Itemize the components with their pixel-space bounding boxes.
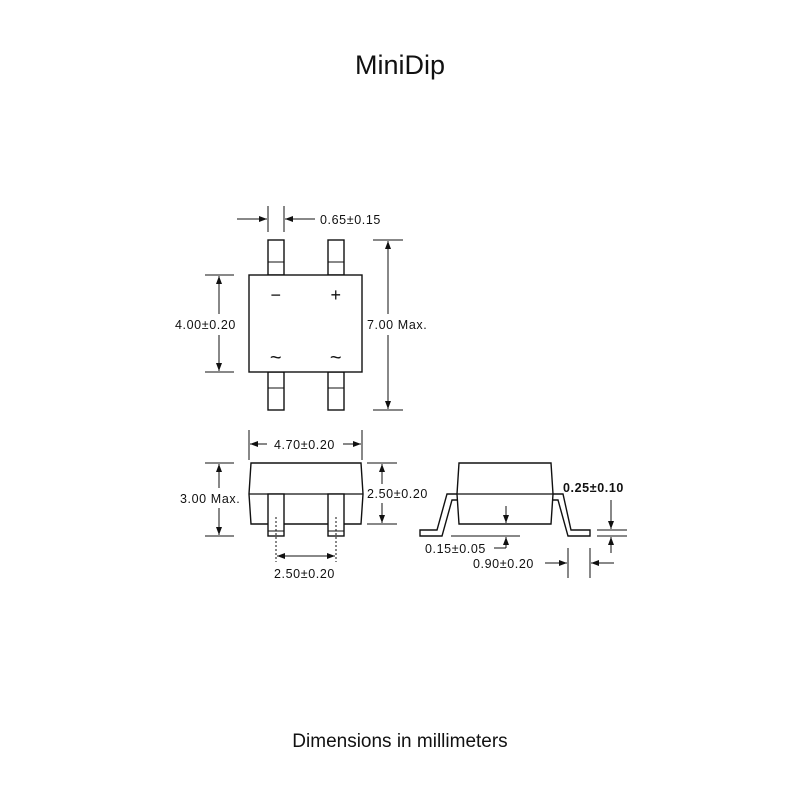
dim-lead-thickness: 0.25±0.10 bbox=[563, 481, 624, 495]
dim-foot-length: 0.90±0.20 bbox=[473, 557, 534, 571]
dim-body-height: 2.50±0.20 bbox=[367, 487, 428, 501]
pin-symbol-minus: − bbox=[270, 285, 281, 305]
dim-body-width: 4.70±0.20 bbox=[274, 438, 335, 452]
units-note: Dimensions in millimeters bbox=[292, 731, 508, 752]
lead-bottom-right bbox=[327, 371, 345, 411]
package-body-top bbox=[248, 274, 363, 373]
pin-symbol-ac-right: ~ bbox=[330, 347, 342, 369]
dim-standoff: 0.15±0.05 bbox=[425, 542, 486, 556]
pin-symbol-ac-left: ~ bbox=[270, 347, 282, 369]
pin-symbol-plus: + bbox=[330, 285, 341, 305]
dim-body-length: 4.00±0.20 bbox=[175, 318, 236, 332]
dim-overall-height: 3.00 Max. bbox=[180, 492, 240, 506]
front-view: 4.70±0.20 3.00 Max. 2.50±0.20 2.50±0.20 bbox=[180, 430, 428, 581]
side-view: 0.15±0.05 0.25±0.10 0.90±0.20 bbox=[419, 462, 627, 578]
dim-lead-width: 0.65±0.15 bbox=[320, 213, 381, 227]
top-view: − + ~ ~ 0.65±0.15 4.00±0.20 7.00 Max. bbox=[175, 206, 427, 411]
lead-front-left bbox=[267, 493, 285, 537]
drawing-title: MiniDip bbox=[354, 50, 446, 80]
lead-top-right bbox=[327, 239, 345, 276]
lead-front-right bbox=[327, 493, 345, 537]
gull-wing-lead-right bbox=[551, 493, 591, 537]
dim-overall-length: 7.00 Max. bbox=[367, 318, 427, 332]
dim-lead-pitch: 2.50±0.20 bbox=[274, 567, 335, 581]
lead-bottom-left bbox=[267, 371, 285, 411]
lead-top-left bbox=[267, 239, 285, 276]
